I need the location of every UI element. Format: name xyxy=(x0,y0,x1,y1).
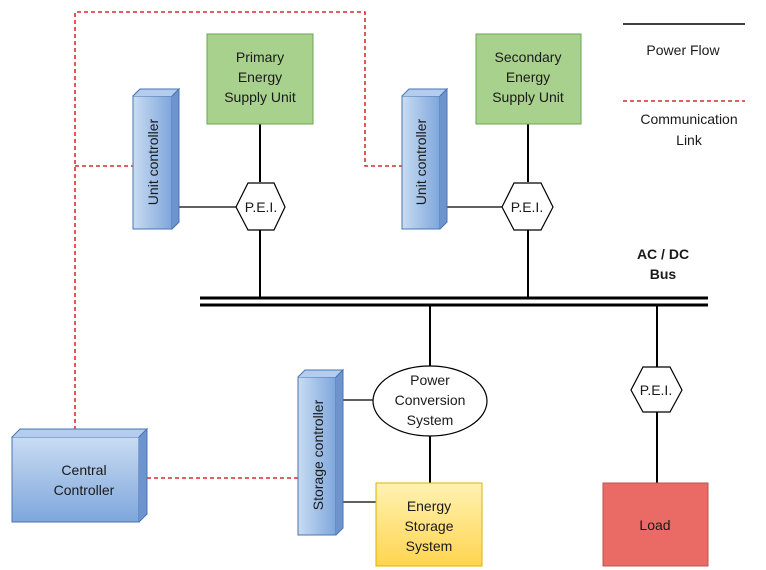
energy-storage-line2: Storage xyxy=(404,518,453,534)
legend-comm-label-line1: Communication xyxy=(640,111,737,127)
bus-label-line1: AC / DC xyxy=(637,246,689,262)
storage-controller-label: Storage controller xyxy=(310,399,326,510)
primary-supply-line3: Supply Unit xyxy=(224,89,296,105)
unit-controller-right: Unit controller xyxy=(401,87,449,230)
power-conversion-system: Power Conversion System xyxy=(372,365,488,437)
load-label: Load xyxy=(639,517,670,533)
pei-primary: P.E.I. xyxy=(235,182,286,231)
central-controller-line2: Controller xyxy=(54,482,115,498)
control-lines xyxy=(179,206,502,503)
energy-storage-line3: System xyxy=(406,538,453,554)
central-controller-line1: Central xyxy=(61,462,106,478)
bus-label-line2: Bus xyxy=(650,266,677,282)
pei-load-label: P.E.I. xyxy=(640,382,672,398)
primary-supply-line2: Energy xyxy=(238,69,282,85)
legend-comm-label-line2: Link xyxy=(676,132,703,148)
legend: Power Flow Communication Link xyxy=(623,23,745,148)
pcs-line1: Power xyxy=(410,372,450,388)
pei-secondary: P.E.I. xyxy=(501,182,554,231)
storage-controller: Storage controller xyxy=(297,368,345,536)
pcs-line2: Conversion xyxy=(395,392,466,408)
pei-load: P.E.I. xyxy=(630,366,683,413)
energy-storage-line1: Energy xyxy=(407,498,451,514)
power-lines xyxy=(259,124,658,483)
secondary-supply-line1: Secondary xyxy=(495,49,562,65)
unit-controller-left: Unit controller xyxy=(132,87,181,230)
pei-secondary-label: P.E.I. xyxy=(511,199,543,215)
ac-dc-bus xyxy=(200,296,708,307)
primary-supply-line1: Primary xyxy=(236,49,284,65)
secondary-supply-unit: Secondary Energy Supply Unit xyxy=(475,33,582,125)
unit-controller-right-label: Unit controller xyxy=(413,118,429,205)
legend-power-label: Power Flow xyxy=(646,42,720,58)
secondary-supply-line3: Supply Unit xyxy=(492,89,564,105)
pcs-line3: System xyxy=(407,412,454,428)
central-controller: Central Controller xyxy=(11,427,149,523)
unit-controller-left-label: Unit controller xyxy=(145,118,161,205)
comm-link-central-to-secondary-controller xyxy=(74,11,402,430)
primary-supply-unit: Primary Energy Supply Unit xyxy=(206,33,314,125)
secondary-supply-line2: Energy xyxy=(506,69,550,85)
communication-links xyxy=(74,11,402,479)
load: Load xyxy=(602,482,709,567)
pei-primary-label: P.E.I. xyxy=(245,199,277,215)
energy-storage-system: Energy Storage System xyxy=(375,482,483,567)
